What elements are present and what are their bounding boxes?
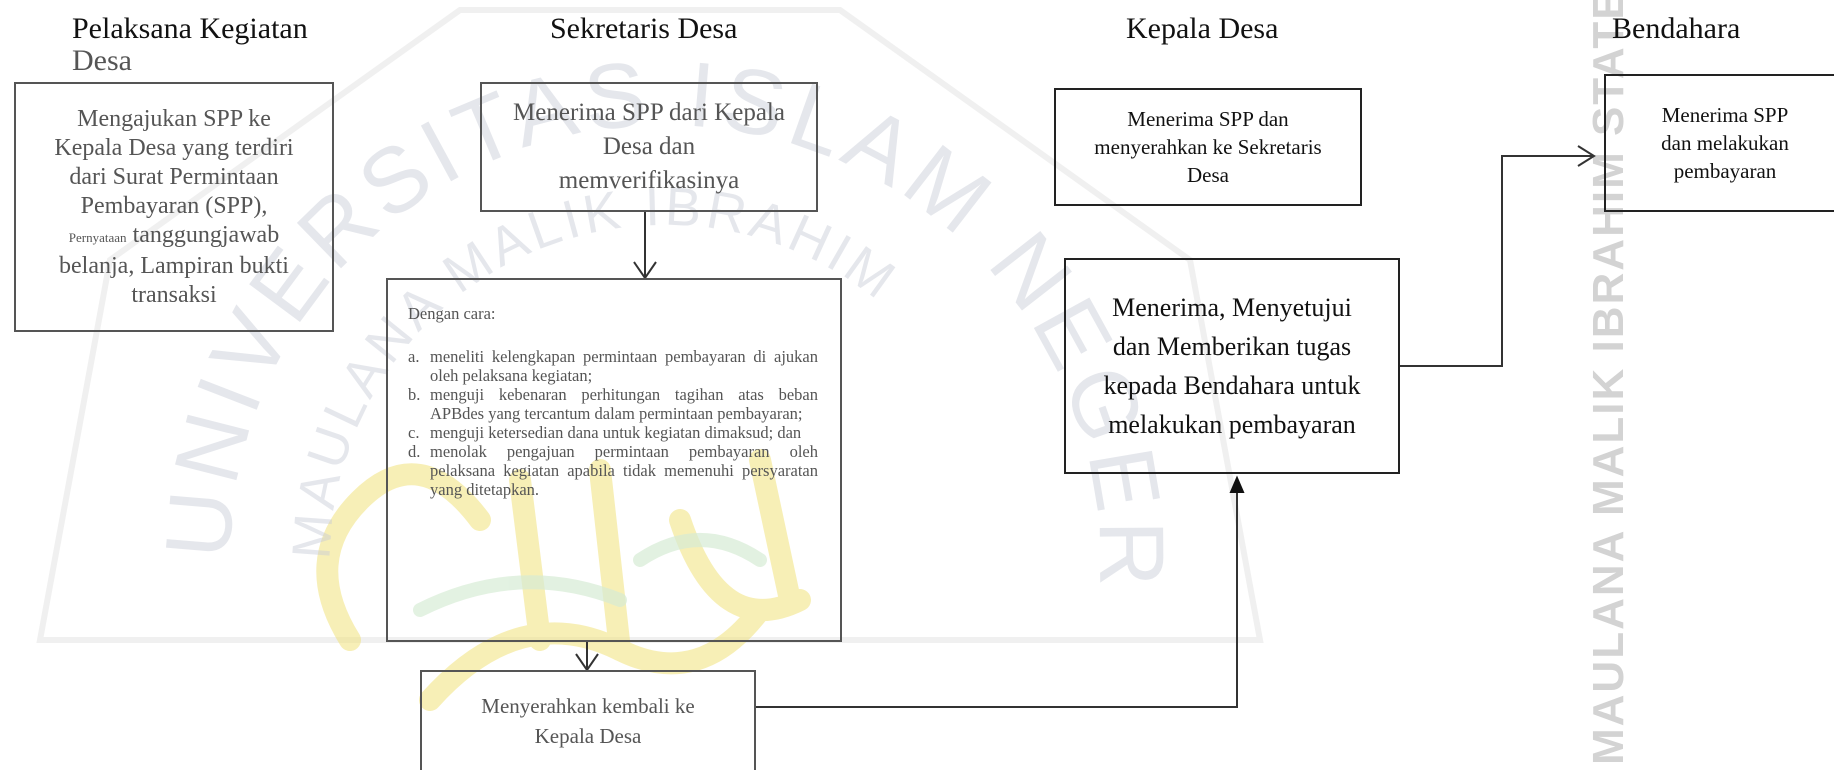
sekdes-method-marker-b: b. [408, 385, 421, 404]
pelaksana-submit-line6: belanja, Lampiran bukti [59, 252, 289, 279]
pelaksana-submit-box: Mengajukan SPP ke Kepala Desa yang terdi… [14, 82, 334, 332]
watermark-side-text: MAULANA MALIK IBRAHIM STATE ISLAMIC UNIV… [1584, 0, 1633, 765]
sekdes-method-item-c: c. menguji ketersedian dana untuk kegiat… [408, 423, 818, 442]
kades-forward-box: Menerima SPP dan menyerahkan ke Sekretar… [1054, 88, 1362, 206]
lane-kepala-header: Kepala Desa [1126, 12, 1279, 45]
kades-forward-line1: Menerima SPP dan [1127, 107, 1289, 131]
kades-forward-line2: menyerahkan ke Sekretaris [1094, 135, 1322, 159]
kades-approve-line1: Menerima, Menyetujui [1112, 293, 1352, 322]
pelaksana-submit-line3: dari Surat Permintaan [69, 163, 279, 190]
kades-approve-line2: dan Memberikan tugas [1112, 332, 1352, 361]
lane-pelaksana-header: Pelaksana Kegiatan Desa [72, 12, 308, 78]
kades-approve-line4: melakukan pembayaran [1108, 410, 1356, 439]
pelaksana-submit-line2: Kepala Desa yang terdiri [54, 134, 294, 161]
sekdes-receive-line3: memverifikasinya [558, 167, 740, 194]
pelaksana-submit-line5-rest: tanggungjawab [132, 221, 280, 248]
sekdes-receive-line2: Desa dan [602, 133, 696, 160]
sekdes-method-item-d: d. menolak pengajuan permintaan pembayar… [408, 442, 818, 499]
bendahara-pay-line3: pembayaran [1673, 159, 1777, 183]
sekdes-method-item-b: b. menguji kebenaran perhitungan tagihan… [408, 385, 818, 423]
sekdes-method-text-a: meneliti kelengkapan permintaan pembayar… [430, 347, 818, 385]
sekdes-receive-line1: Menerima SPP dari Kepala [513, 99, 785, 126]
bendahara-pay-line2: dan melakukan [1661, 131, 1789, 155]
lane-pelaksana-line1: Pelaksana Kegiatan [72, 12, 308, 45]
sekdes-return-line2: Kepala Desa [534, 724, 642, 748]
lane-bendahara-header: Bendahara [1612, 12, 1741, 45]
sekdes-method-marker-c: c. [408, 423, 420, 442]
pelaksana-submit-line7: transaksi [131, 281, 217, 308]
bendahara-pay-box: Menerima SPP dan melakukan pembayaran [1604, 74, 1834, 212]
sekdes-method-box: Dengan cara: a. meneliti kelengkapan per… [386, 278, 842, 642]
sekdes-method-text-d: menolak pengajuan permintaan pembayaran … [430, 442, 818, 499]
pelaksana-submit-line5: Pernyataan tanggungjawab [69, 221, 279, 252]
sekdes-method-intro: Dengan cara: [408, 304, 496, 323]
bendahara-pay-line1: Menerima SPP [1661, 103, 1789, 127]
svg-text:MAULANA MALIK IBRAHIM STATE IS: MAULANA MALIK IBRAHIM STATE ISLAMIC UNIV… [1584, 0, 1633, 765]
lane-pelaksana-line2: Desa [72, 44, 132, 77]
lane-sekretaris-header: Sekretaris Desa [550, 12, 738, 45]
sekdes-return-line1: Menyerahkan kembali ke [481, 694, 695, 718]
sekdes-method-text-b: menguji kebenaran perhitungan tagihan at… [430, 385, 818, 423]
sekdes-method-item-a: a. meneliti kelengkapan permintaan pemba… [408, 347, 818, 385]
pelaksana-submit-small: Pernyataan [68, 229, 127, 245]
kades-forward-line3: Desa [1187, 163, 1229, 187]
kades-approve-box: Menerima, Menyetujui dan Memberikan tuga… [1064, 258, 1400, 474]
sekdes-method-marker-d: d. [408, 442, 421, 461]
sekdes-return-box: Menyerahkan kembali ke Kepala Desa [420, 670, 756, 770]
kades-approve-line3: kepada Bendahara untuk [1103, 371, 1361, 400]
sekdes-method-marker-a: a. [408, 347, 420, 366]
pelaksana-submit-line4: Pembayaran (SPP), [80, 192, 268, 219]
sekdes-receive-box: Menerima SPP dari Kepala Desa dan memver… [480, 82, 818, 212]
sekdes-method-text-c: menguji ketersedian dana untuk kegiatan … [430, 423, 802, 442]
pelaksana-submit-line1: Mengajukan SPP ke [77, 105, 271, 132]
